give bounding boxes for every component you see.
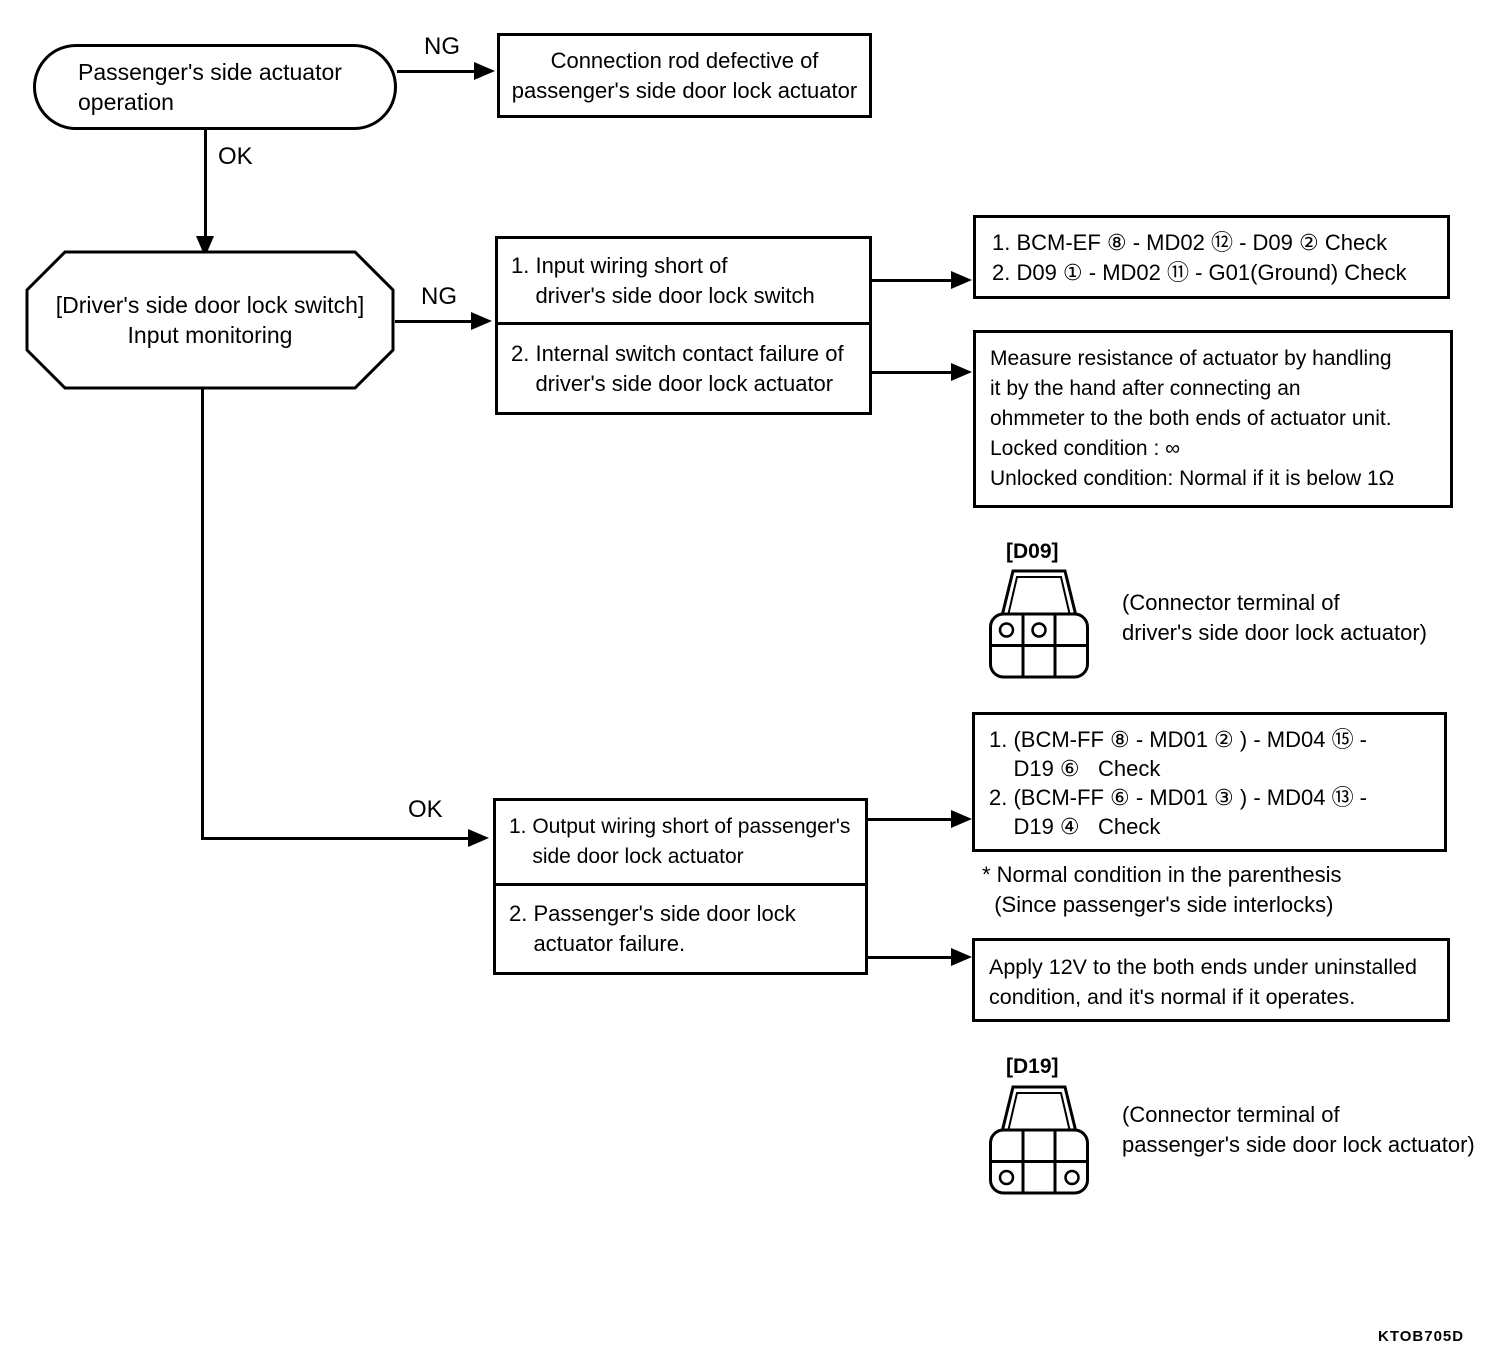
- connection-rod-box: Connection rod defective of passenger's …: [497, 33, 872, 118]
- flow-line-passenger-check: [868, 818, 952, 821]
- driver-cause-1-section: 1. Input wiring short of driver's side d…: [498, 239, 869, 325]
- flow-line-ok-top: [204, 130, 207, 238]
- ng-label-decision: NG: [421, 283, 457, 310]
- measure-resistance-box: Measure resistance of actuator by handli…: [973, 330, 1453, 508]
- connection-rod-text: Connection rod defective of passenger's …: [511, 47, 858, 103]
- parenthesis-note: * Normal condition in the parenthesis (S…: [982, 862, 1342, 917]
- flow-line-ng-decision: [395, 320, 472, 323]
- d19-caption: (Connector terminal of passenger's side …: [1122, 1102, 1475, 1157]
- connector-d19-icon: [989, 1085, 1089, 1195]
- flow-line-measure: [872, 371, 952, 374]
- driver-cause-1-text: 1. Input wiring short of driver's side d…: [511, 252, 815, 308]
- arrowhead-ok-decision: [468, 829, 489, 847]
- driver-causes-box: 1. Input wiring short of driver's side d…: [495, 236, 872, 415]
- start-node: Passenger's side actuator operation: [33, 44, 397, 130]
- apply-12v-text: Apply 12V to the both ends under uninsta…: [989, 955, 1417, 1009]
- flow-line-driver-check: [872, 279, 952, 282]
- apply-12v-box: Apply 12V to the both ends under uninsta…: [972, 938, 1450, 1022]
- arrowhead-ng-top: [474, 62, 495, 80]
- passenger-cause-1-section: 1. Output wiring short of passenger's si…: [496, 801, 865, 886]
- passenger-check-text: 1. (BCM-FF ⑧ - MD01 ② ) - MD04 ⑮ - D19 ⑥…: [989, 727, 1368, 839]
- driver-check-box: 1. BCM-EF ⑧ - MD02 ⑫ - D09 ② Check 2. D0…: [973, 215, 1450, 299]
- flow-line-ng-top: [397, 70, 475, 73]
- start-node-label: Passenger's side actuator operation: [78, 59, 342, 115]
- arrowhead-passenger-check: [951, 810, 972, 828]
- decision-node: [Driver's side door lock switch] Input m…: [25, 250, 395, 390]
- d09-caption: (Connector terminal of driver's side doo…: [1122, 590, 1427, 645]
- passenger-causes-box: 1. Output wiring short of passenger's si…: [493, 798, 868, 975]
- arrowhead-measure: [951, 363, 972, 381]
- flow-line-ok-down: [201, 388, 204, 840]
- driver-check-text: 1. BCM-EF ⑧ - MD02 ⑫ - D09 ② Check 2. D0…: [992, 230, 1407, 285]
- ok-label-decision: OK: [408, 796, 443, 823]
- arrowhead-driver-check: [951, 271, 972, 289]
- measure-resistance-text: Measure resistance of actuator by handli…: [990, 347, 1395, 490]
- ng-label-top: NG: [424, 33, 460, 60]
- figure-code: KTOB705D: [1378, 1328, 1465, 1345]
- passenger-cause-2-text: 2. Passenger's side door lock actuator f…: [509, 901, 796, 956]
- passenger-cause-2-section: 2. Passenger's side door lock actuator f…: [496, 886, 865, 972]
- d19-label: [D19]: [1006, 1055, 1059, 1078]
- decision-node-label: [Driver's side door lock switch] Input m…: [55, 292, 365, 348]
- driver-cause-2-section: 2. Internal switch contact failure of dr…: [498, 325, 869, 412]
- decision-octagon-shape: [25, 250, 395, 390]
- passenger-cause-1-text: 1. Output wiring short of passenger's si…: [509, 815, 851, 868]
- ok-label-top: OK: [218, 143, 253, 170]
- driver-cause-2-text: 2. Internal switch contact failure of dr…: [511, 340, 844, 396]
- connector-d09-icon: [989, 569, 1089, 679]
- flow-line-ok-across: [201, 837, 469, 840]
- flow-line-apply12v: [868, 956, 952, 959]
- arrowhead-apply12v: [951, 948, 972, 966]
- arrowhead-ng-decision: [471, 312, 492, 330]
- passenger-check-box: 1. (BCM-FF ⑧ - MD01 ② ) - MD04 ⑮ - D19 ⑥…: [972, 712, 1447, 852]
- d09-label: [D09]: [1006, 540, 1059, 563]
